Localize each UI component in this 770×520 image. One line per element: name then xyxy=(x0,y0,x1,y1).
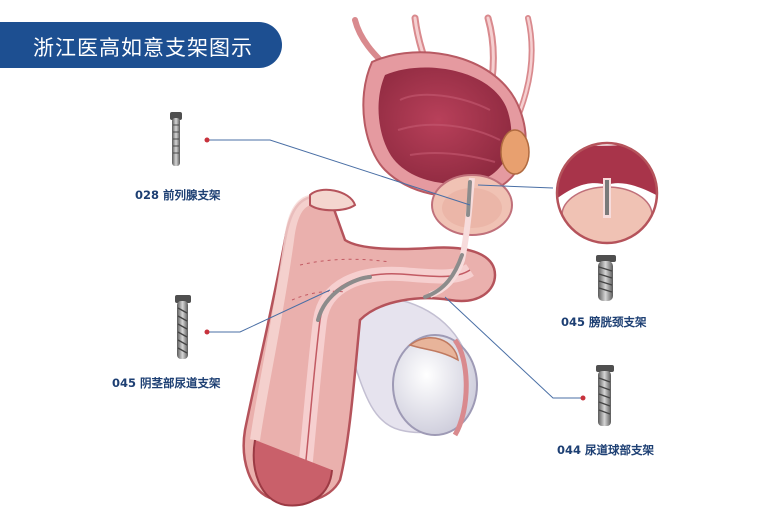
leader-lines xyxy=(207,139,583,399)
testis xyxy=(392,334,478,436)
label-bladder-neck-stent: 045 膀胱颈支架 xyxy=(561,315,647,329)
leader-prostate xyxy=(207,139,471,206)
placed-stent-bulbar xyxy=(423,253,464,299)
seminal-vesicle xyxy=(500,129,530,175)
product-stent-bulbar xyxy=(596,365,614,426)
bladder-neck-inset xyxy=(555,141,659,245)
diagram-title: 浙江医高如意支架图示 xyxy=(33,36,253,60)
epididymis xyxy=(408,337,459,362)
product-stent-prostate xyxy=(170,112,182,166)
placed-stent-prostate xyxy=(466,180,472,217)
product-stent-bladder-neck xyxy=(596,255,616,301)
leader-bladder-neck xyxy=(477,184,554,189)
leader-penile xyxy=(207,289,331,333)
leader-dots xyxy=(204,137,586,401)
scrotum xyxy=(328,299,478,437)
label-penile-urethral-stent: 045 阴茎部尿道支架 xyxy=(112,376,221,390)
label-bulbar-urethral-stent: 044 尿道球部支架 xyxy=(557,443,655,457)
label-prostate-stent: 028 前列腺支架 xyxy=(135,188,221,202)
bladder xyxy=(362,51,527,198)
title-banner: 浙江医高如意支架图示 xyxy=(0,22,282,68)
placed-stents xyxy=(316,180,472,322)
leader-bulbar xyxy=(444,296,583,399)
placed-stent-penile xyxy=(316,275,372,322)
product-stent-penile xyxy=(175,295,191,359)
